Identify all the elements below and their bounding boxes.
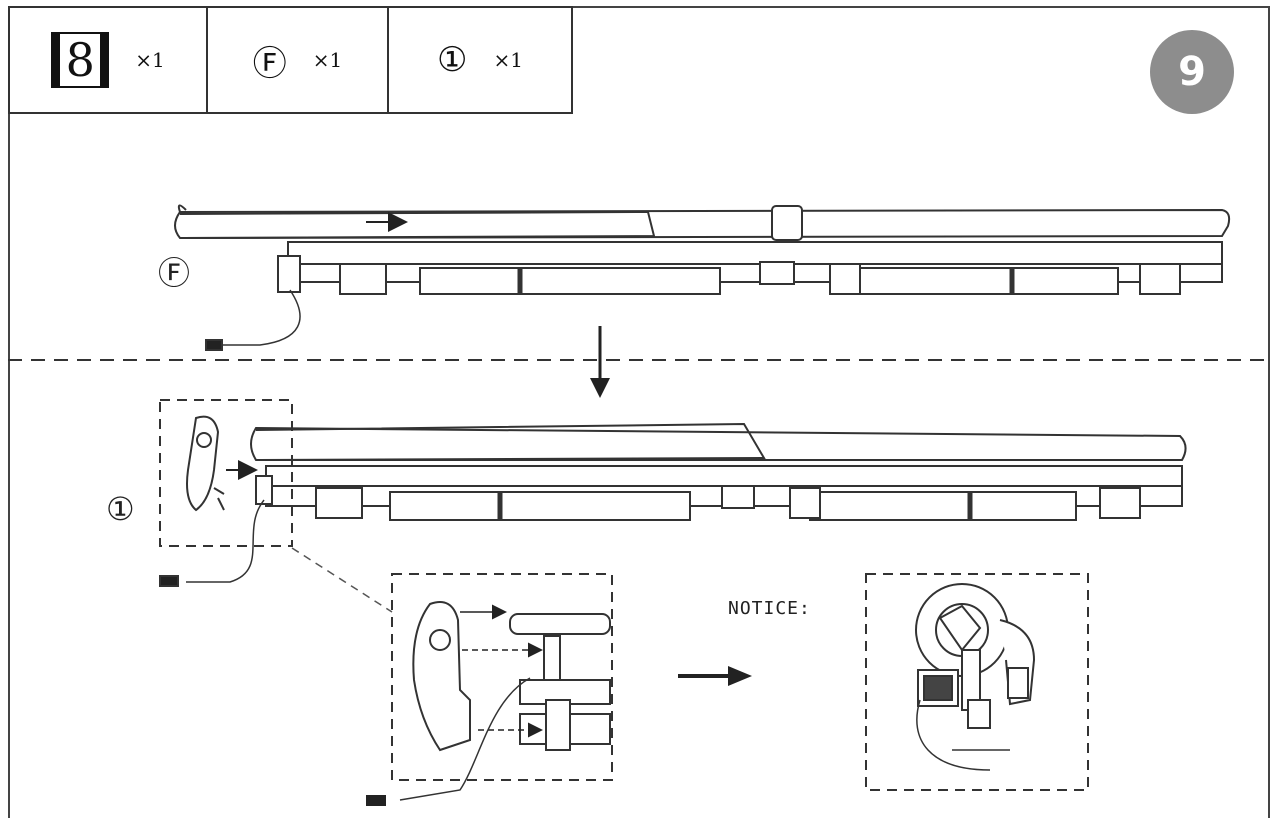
lower-part-1-label: ①	[106, 490, 135, 528]
zoom-1-plug	[366, 795, 386, 806]
step-number-badge: 9	[1150, 30, 1234, 114]
lower-awning-assembly	[159, 422, 1187, 587]
upper-power-cable	[222, 289, 301, 346]
upper-bracket-left	[339, 263, 387, 295]
lower-lead-rail	[265, 465, 1183, 487]
result-arrow-head	[728, 666, 752, 686]
part-1-qty: ×1	[493, 48, 523, 72]
lower-arm-right	[809, 491, 1077, 521]
upper-center-block	[759, 261, 795, 285]
upper-tube-end-cap	[177, 204, 187, 213]
zoom-detail-box-1	[391, 573, 613, 781]
lower-bracket-mid	[789, 487, 821, 519]
zoom-1-drawing	[412, 601, 611, 752]
lower-bracket-right	[1099, 487, 1141, 519]
notice-drawing	[915, 583, 1036, 729]
part-f-icon: Ⓕ	[252, 43, 287, 84]
hardware-part-8-icon: 8	[51, 32, 110, 88]
lower-plug	[159, 575, 179, 587]
lower-power-cable	[186, 499, 265, 583]
lower-arm-left	[389, 491, 691, 521]
part-8-symbol: 8	[60, 34, 101, 86]
lower-roller-tube	[250, 426, 1187, 461]
lower-motor-end	[255, 475, 273, 505]
upper-motor-end	[277, 255, 301, 293]
parts-table: 8 ×1 Ⓕ ×1 ① ×1	[8, 6, 573, 114]
upper-front-cover	[179, 210, 656, 239]
part-cell-1: ① ×1	[389, 8, 571, 112]
upper-arm-left	[419, 267, 721, 295]
upper-tube-clamp	[771, 205, 803, 241]
page-frame	[8, 6, 1270, 818]
upper-arm-right	[849, 267, 1119, 295]
zoom-leader-line	[291, 547, 393, 613]
lower-bracket-left	[315, 487, 363, 519]
notice-label: NOTICE:	[728, 598, 811, 619]
end-cap-part-1	[186, 415, 225, 512]
upper-bracket-mid	[829, 263, 861, 295]
upper-plug	[205, 339, 223, 351]
step-down-arrow-head	[590, 378, 610, 398]
notice-detail-box	[865, 573, 1089, 791]
lower-center-block	[721, 485, 755, 509]
upper-roller-tube	[174, 208, 1231, 240]
end-cap-detail-box	[159, 399, 293, 547]
notice-cable	[916, 699, 991, 771]
part-1-icon: ①	[437, 40, 468, 80]
zoom-1-cable	[399, 677, 531, 801]
part-cell-8: 8 ×1	[10, 8, 208, 112]
part-8-qty: ×1	[135, 48, 165, 72]
upper-bracket-right	[1139, 263, 1181, 295]
part-cell-f: Ⓕ ×1	[208, 8, 389, 112]
upper-awning-assembly	[174, 204, 1231, 351]
part-f-qty: ×1	[312, 48, 343, 72]
upper-lead-rail	[287, 241, 1223, 265]
lower-front-cover	[255, 422, 766, 461]
upper-part-f-label: Ⓕ	[158, 254, 191, 292]
